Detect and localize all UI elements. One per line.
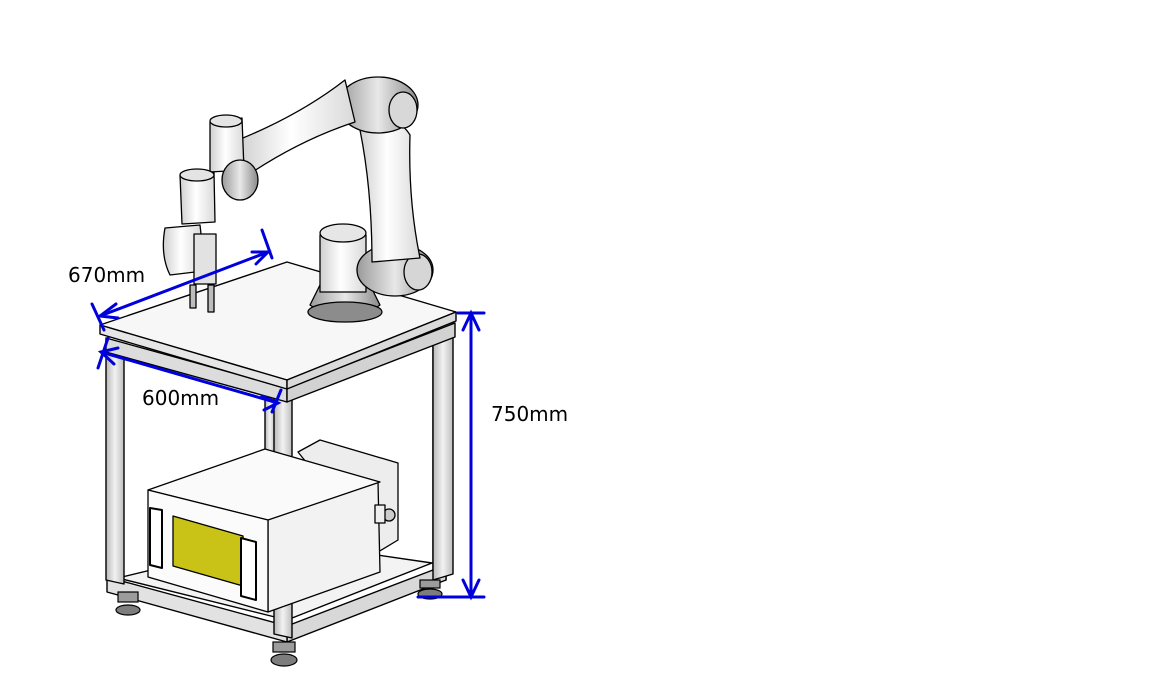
depth-label: 670mm [68,263,145,287]
tabletop-edge-right [286,311,457,390]
wrist-2-cap [179,168,215,182]
wrist-1-cap [209,114,243,128]
handle-right [240,537,257,601]
upper-arm [359,120,421,263]
depth-dimension-line [98,250,270,318]
control-box [147,439,399,613]
handle-left [149,507,163,569]
width-arrow-left [97,346,120,366]
dimension-lines [90,228,486,601]
right-post [432,311,454,581]
width-label: 600mm [142,386,219,410]
height-label: 750mm [491,402,568,426]
foot-front-mid [270,641,298,667]
robot-arm [162,76,434,323]
width-arrow-right [260,394,282,412]
gripper-body [193,233,217,285]
connector-port [374,504,386,524]
elbow-cap [388,91,418,129]
robot-base-cap [319,223,367,243]
depth-arrow-right [250,250,272,266]
wrist-1-side [221,159,259,201]
width-dimension [96,336,283,414]
gripper-finger-right [207,284,215,313]
front-left-post [105,339,125,585]
height-arrow-top [461,309,481,332]
gripper-finger-left [189,284,197,309]
height-arrow-bottom [461,578,481,601]
robot-base-plate [307,301,383,323]
leveling-feet [115,579,443,667]
height-dimension [416,309,486,601]
depth-tick-right [260,228,274,260]
depth-arrow-left [96,302,120,320]
depth-dimension [90,228,274,332]
forearm [237,79,356,176]
foot-front-left [115,591,141,616]
width-dimension-line [99,350,280,405]
